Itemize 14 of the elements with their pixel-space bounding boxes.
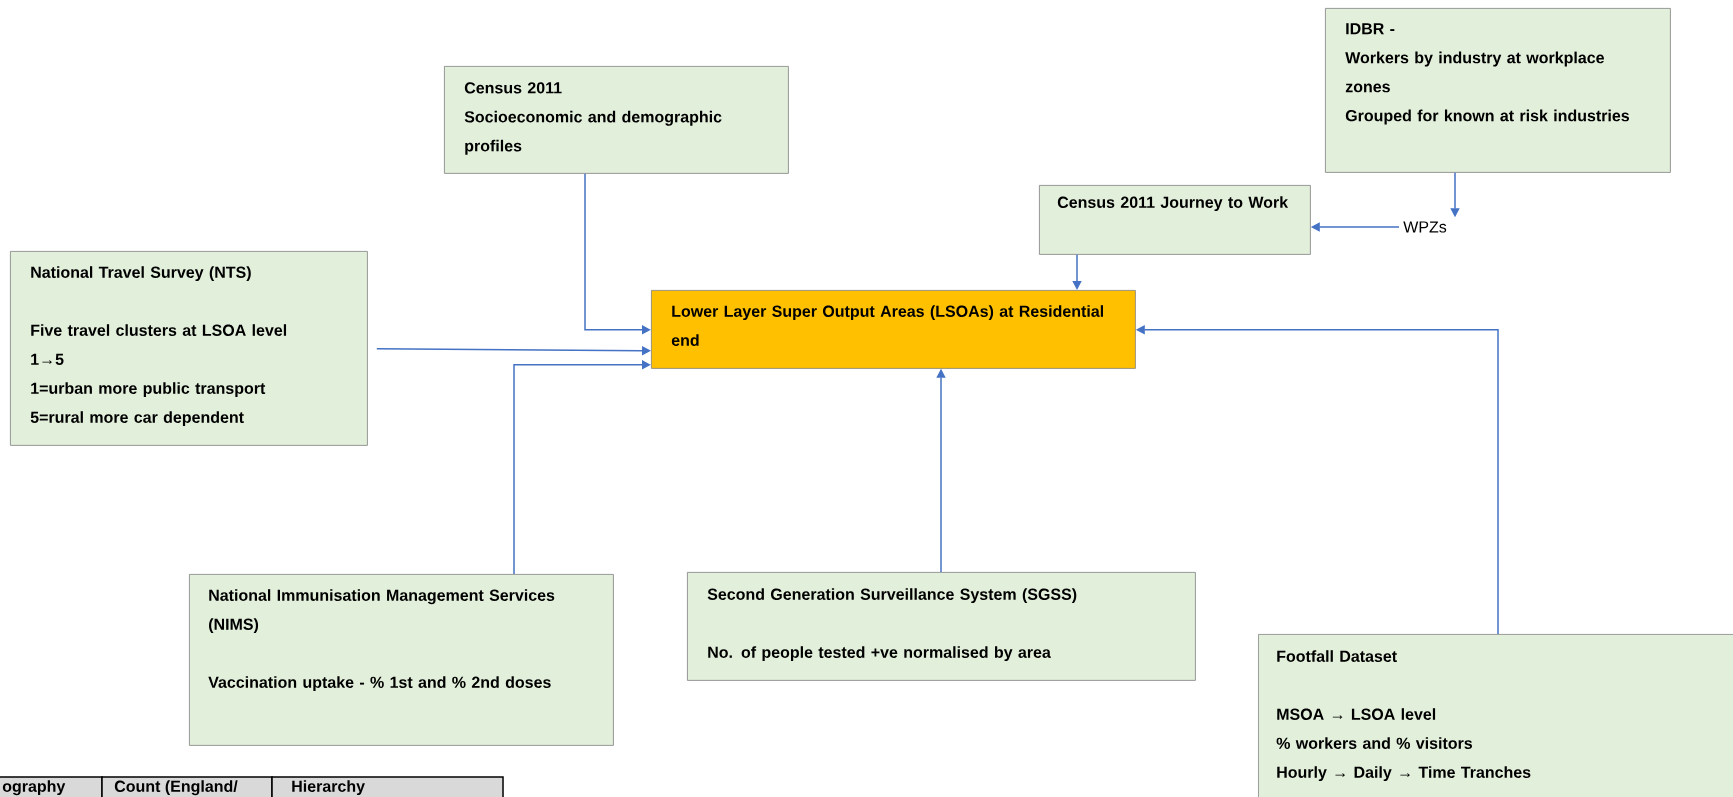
arrow [1072,254,1082,290]
source-box: Census 2011 Socioeconomic and demographic profiles [444,66,789,174]
source-box: Second Generation Surveillance System (SGSS) No. of people tested +ve normalised by area [687,572,1196,681]
source-box: Census 2011 Journey to Work [1039,185,1311,255]
output-area-box: Lower Layer Super Output Areas (LSOAs) at Residential end [651,290,1136,369]
source-box: National Immunisation Management Services (NIMS) Vaccination uptake - % 1st and % 2nd doses [189,574,614,746]
arrow [513,360,651,575]
table-header-cell: ography [0,776,103,797]
table-header-cell: Hierarchy [271,776,504,797]
source-box: IDBR - Workers by industry at workplace zones Grouped for known at risk industries [1325,8,1671,173]
source-box: Footfall Dataset MSOA → LSOA level % workers and % visitors Hourly → Daily → Time Tranches [1258,634,1733,797]
table-header-cell: Count (England/ [101,776,273,797]
node-label: WPZs [1403,221,1447,233]
source-box: National Travel Survey (NTS) Five travel clusters at LSOA level 1→5 1=urban more public transport 5=rural more car dependent [10,251,368,446]
